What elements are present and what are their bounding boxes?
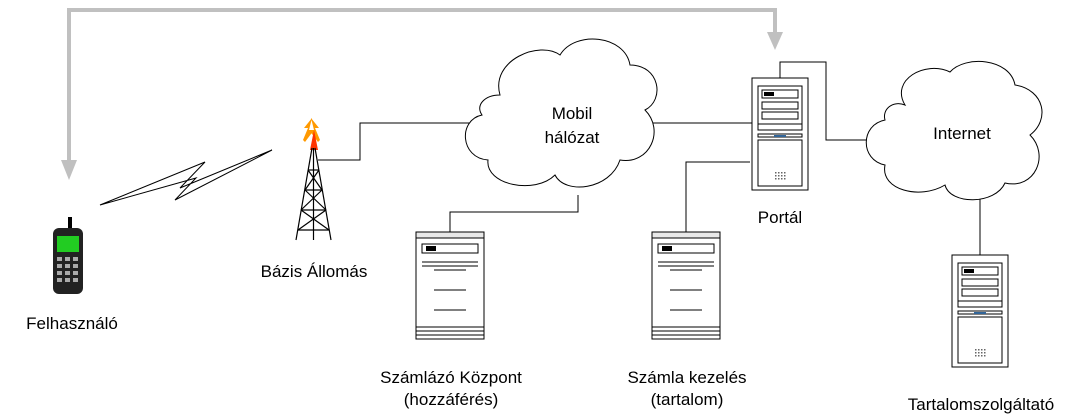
internet-label: Internet xyxy=(933,124,991,143)
mobile-network-cloud-icon xyxy=(465,38,658,188)
billing-handling-label-line2: (tartalom) xyxy=(650,390,724,409)
portal-server-icon xyxy=(751,77,809,191)
content-provider-server-icon xyxy=(951,254,1009,368)
content-provider-label: Tartalomszolgáltató xyxy=(907,395,1055,414)
internet-cloud-icon xyxy=(865,60,1043,201)
billing-handling-label-line1: Számla kezelés xyxy=(627,368,747,387)
radio-link-icon xyxy=(99,149,273,206)
feedback-arrow xyxy=(61,8,783,180)
base-station-label: Bázis Állomás xyxy=(260,262,368,281)
antenna-tower-icon xyxy=(295,118,332,241)
mobile-phone-icon xyxy=(53,217,83,294)
mobile-network-label-line1: Mobil xyxy=(551,104,593,123)
billing-center-label-line1: Számlázó Központ xyxy=(380,368,522,387)
user-label: Felhasználó xyxy=(26,314,118,333)
billing-center-label-line2: (hozzáférés) xyxy=(403,390,499,409)
billing-handling-server-icon xyxy=(651,231,721,340)
portal-label: Portál xyxy=(757,208,803,227)
mobile-network-label-line2: hálózat xyxy=(544,128,600,147)
billing-center-server-icon xyxy=(415,231,485,340)
